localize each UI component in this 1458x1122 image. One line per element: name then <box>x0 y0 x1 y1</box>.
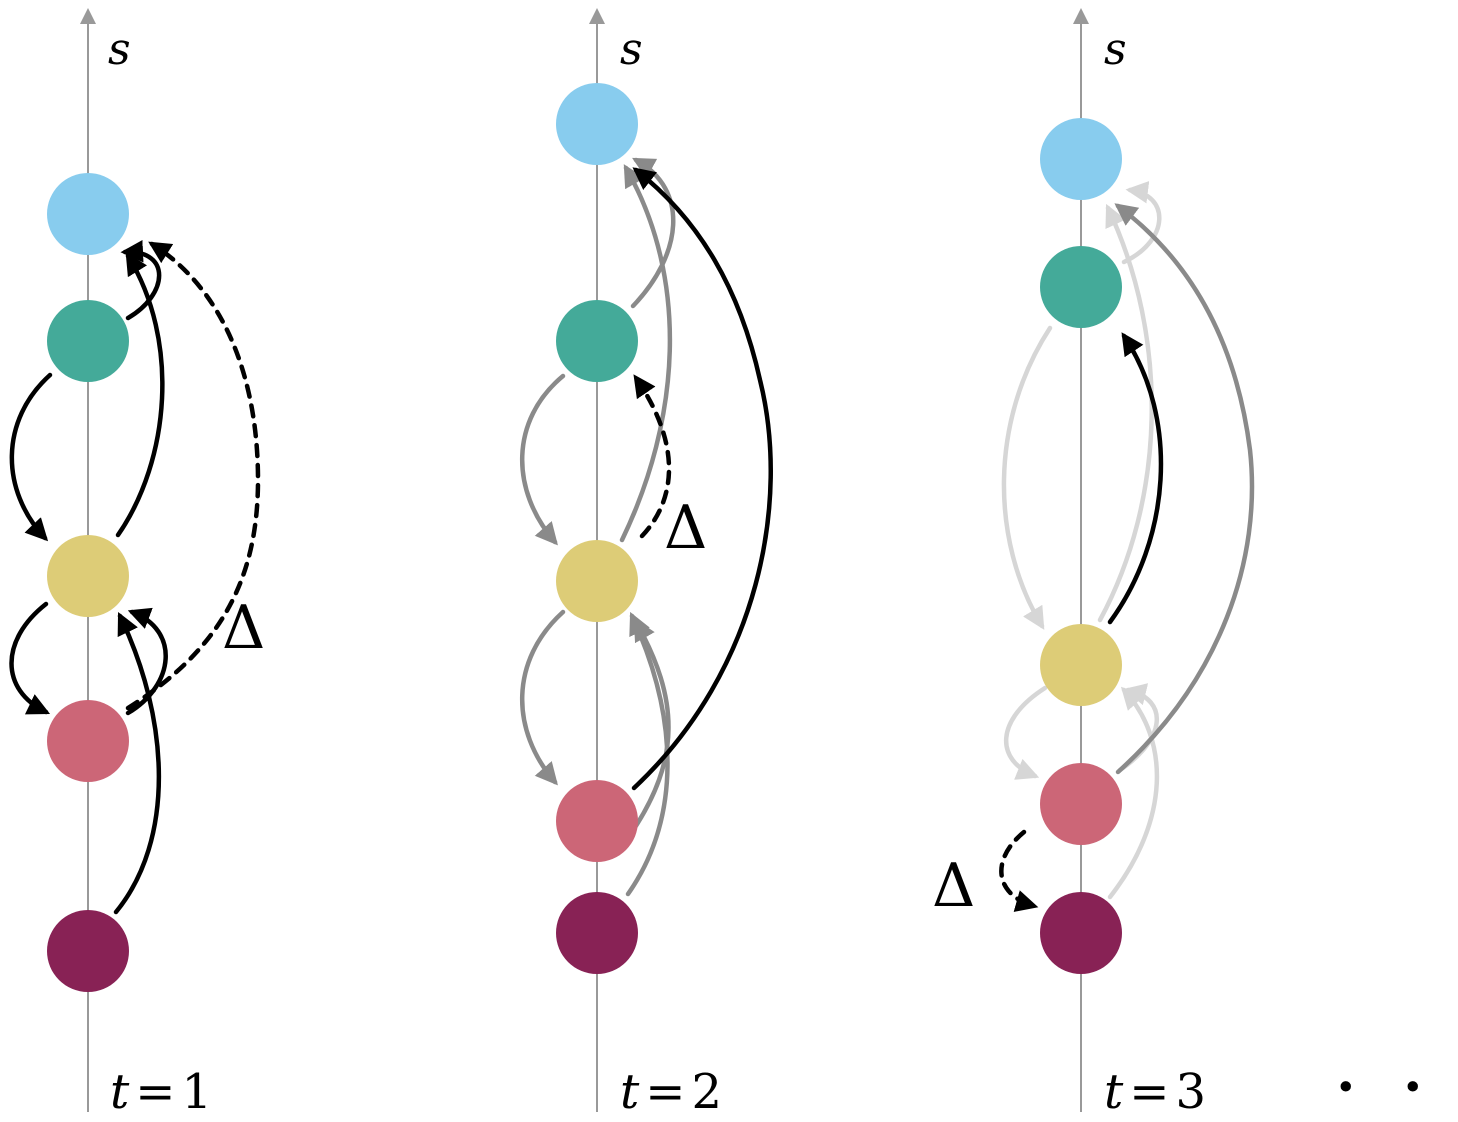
delta-label-t2: Δ <box>664 493 707 563</box>
time-value-t1: 1 <box>182 1064 213 1120</box>
time-eq-t1: = <box>135 1064 175 1120</box>
nodes-t3 <box>1040 118 1122 974</box>
time-label-t1: t=1 <box>110 1064 212 1120</box>
panel-t2: s Δ t=2 <box>519 8 773 1120</box>
nodes-t2 <box>556 83 638 974</box>
arrow-wine-to-sand <box>625 611 670 897</box>
axis-label-s-2: s <box>620 24 643 75</box>
arrow-teal-to-sand <box>519 373 566 546</box>
arrow-sand-to-teal <box>1107 332 1164 625</box>
arrow-sand-to-teal-delta <box>633 374 672 539</box>
arrow-teal-to-blue <box>120 240 162 321</box>
time-value-t3: 3 <box>1176 1064 1207 1120</box>
node-rose-t2 <box>556 780 638 862</box>
node-wine-t3 <box>1040 892 1122 974</box>
node-rose-t1 <box>47 700 129 782</box>
arrow-rose-to-sand <box>125 607 168 716</box>
time-value-t2: 2 <box>692 1064 723 1120</box>
axis-label-s-3: s <box>1104 24 1127 75</box>
arrow-sand-to-rose <box>9 601 51 715</box>
arrow-rose-to-blue <box>1114 203 1255 775</box>
arrow-teal-to-sand <box>1001 325 1053 630</box>
node-teal-t1 <box>47 300 129 382</box>
arrow-sand-to-rose <box>1004 685 1048 780</box>
arrow-rose-to-blue-delta <box>125 241 261 711</box>
arrow-sand-to-blue <box>115 252 165 538</box>
arrow-teal-to-blue <box>1121 181 1162 265</box>
arrows-t3 <box>999 181 1255 912</box>
time-var-t2: t <box>620 1064 640 1120</box>
arrows-t2 <box>519 157 773 897</box>
arrow-wine-to-sand <box>113 611 162 915</box>
arrow-sand-to-blue <box>619 164 673 543</box>
time-eq-t2: = <box>645 1064 685 1120</box>
node-light-blue-t1 <box>47 173 129 255</box>
node-sand-t2 <box>556 540 638 622</box>
node-wine-t1 <box>47 910 129 992</box>
arrow-rose-to-blue <box>631 167 773 791</box>
axis-arrowhead-1 <box>80 8 96 24</box>
node-wine-t2 <box>556 892 638 974</box>
panel-t3: s Δ t=3 <box>932 8 1255 1120</box>
arrow-rose-to-sand <box>629 618 671 835</box>
node-teal-t3 <box>1040 246 1122 328</box>
delta-label-t1: Δ <box>222 593 265 663</box>
arrow-rose-to-wine-delta <box>999 829 1039 912</box>
node-sand-t1 <box>47 535 129 617</box>
nodes-t1 <box>47 173 129 992</box>
time-label-t3: t=3 <box>1104 1064 1206 1120</box>
node-light-blue-t3 <box>1040 118 1122 200</box>
delta-label-t3: Δ <box>932 851 975 921</box>
time-eq-t3: = <box>1129 1064 1169 1120</box>
time-var-t1: t <box>110 1064 130 1120</box>
axis-arrowhead-2 <box>589 8 605 24</box>
arrow-teal-to-sand <box>9 372 53 542</box>
time-var-t3: t <box>1104 1064 1124 1120</box>
arrow-sand-to-rose <box>519 609 566 786</box>
continuation-ellipsis: · · · <box>1336 1054 1458 1120</box>
node-teal-t2 <box>556 300 638 382</box>
node-rose-t3 <box>1040 763 1122 845</box>
axis-arrowhead-3 <box>1073 8 1089 24</box>
arrow-sand-to-blue-light <box>1097 203 1154 623</box>
panel-t1: s Δ t=1 <box>9 8 265 1120</box>
axis-label-s-1: s <box>108 24 131 75</box>
time-label-t2: t=2 <box>620 1064 722 1120</box>
node-light-blue-t2 <box>556 83 638 165</box>
arrows-t1 <box>9 240 261 915</box>
node-sand-t3 <box>1040 624 1122 706</box>
arrow-wine-to-sand <box>1107 686 1160 900</box>
